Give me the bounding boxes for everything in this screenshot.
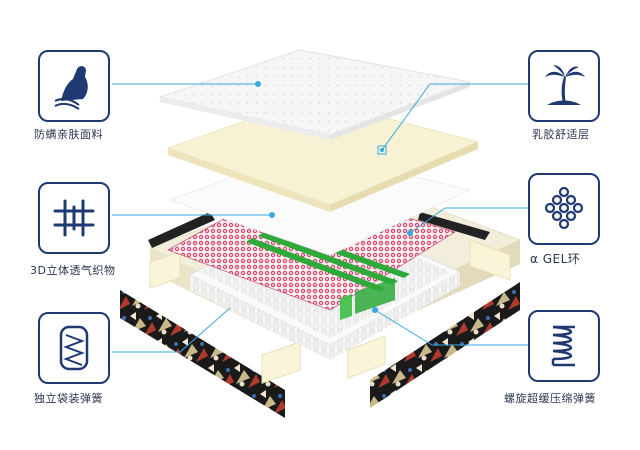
gel-spheres-icon (544, 186, 584, 230)
callout-dots (255, 81, 413, 313)
palm-tree-icon (545, 65, 585, 105)
mesh3d-icon-box (38, 182, 110, 254)
fabric-icon-box (38, 50, 110, 122)
gel-icon-box (528, 173, 600, 245)
coil-spring-icon (551, 325, 575, 367)
callout-lines (112, 83, 528, 353)
gel-label: α GEL环 (530, 252, 581, 266)
pocket-spring-icon (59, 325, 89, 371)
coil-spring-label: 螺旋超缓压绵弹簧 (504, 392, 596, 405)
mesh-grid-icon (53, 199, 95, 237)
pocket-spring-label: 独立袋装弹簧 (34, 392, 103, 405)
mesh3d-label: 3D立体透气织物 (30, 264, 116, 277)
arm-muscle-icon (54, 66, 88, 110)
coil-spring-icon-box (528, 310, 600, 382)
fabric-label: 防螨亲肤面料 (34, 128, 103, 141)
latex-icon-box (528, 50, 600, 122)
side-panel-left (120, 290, 285, 418)
pocket-spring-icon-box (38, 312, 110, 384)
latex-label: 乳胶舒适层 (532, 128, 590, 141)
